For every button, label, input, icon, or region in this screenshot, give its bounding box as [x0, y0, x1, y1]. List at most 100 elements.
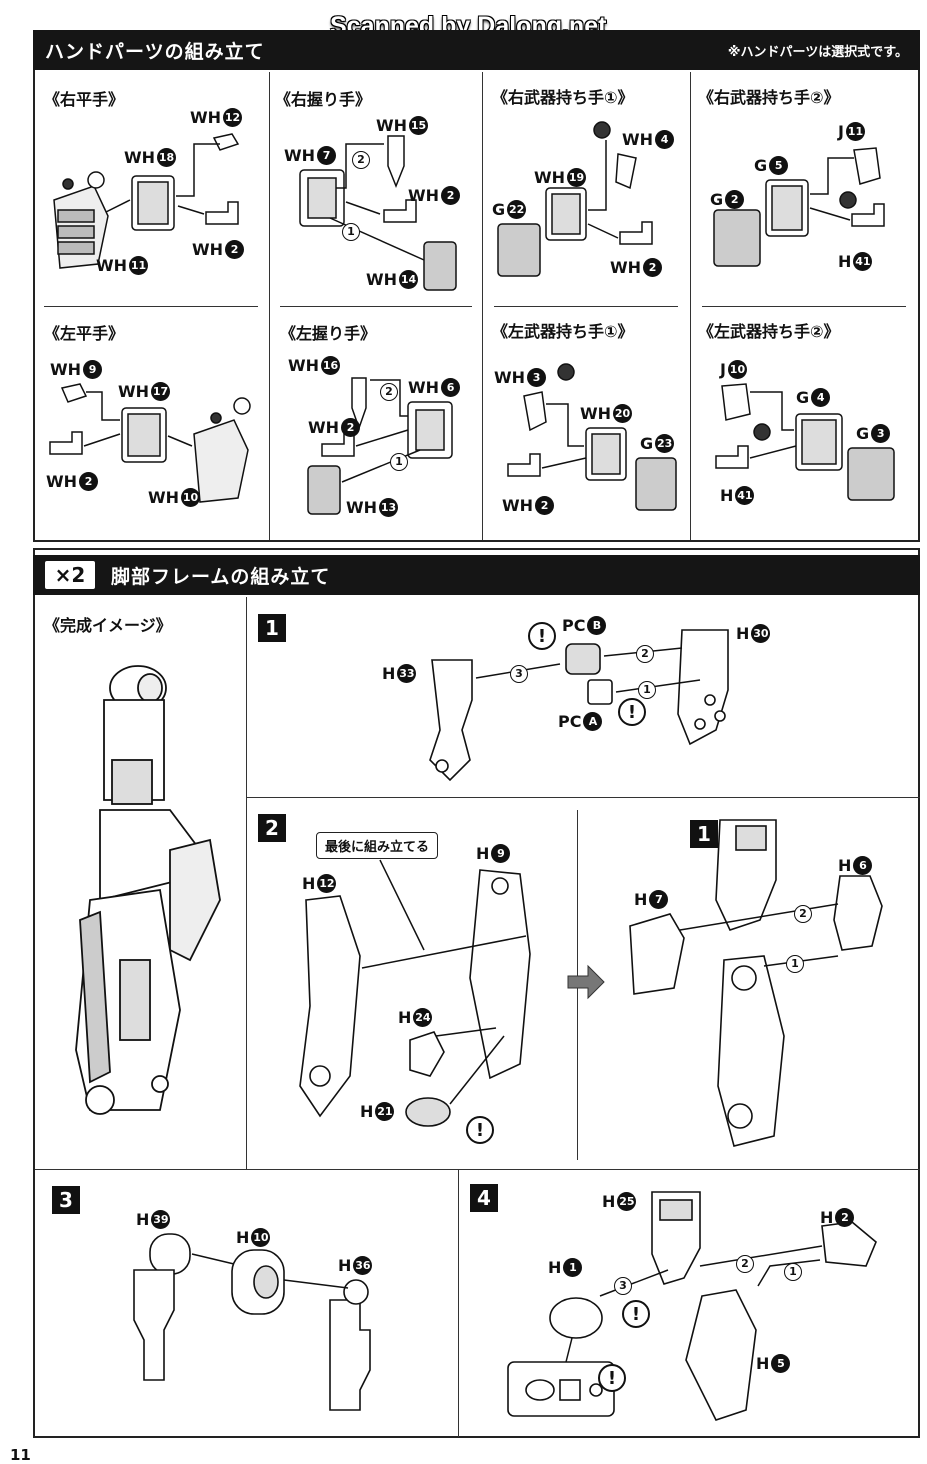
step-order: 3 [614, 1274, 632, 1295]
divider [246, 797, 920, 798]
divider [458, 1169, 459, 1437]
part-prefix: WH [408, 378, 440, 397]
caution-icon: ! [618, 698, 646, 726]
part-number: 2 [79, 472, 99, 491]
left-grip-hand-diagram [307, 377, 453, 515]
leg-frame-title: 脚部フレームの組み立て [111, 566, 331, 588]
assemble-last-callout: 最後に組み立てる [316, 832, 439, 859]
part-prefix: WH [308, 418, 340, 437]
part-prefix: WH [190, 108, 222, 127]
part-number: 12 [317, 874, 337, 893]
step-order: 1 [784, 1260, 802, 1281]
part-number: 2 [535, 496, 555, 515]
part-prefix: WH [148, 488, 180, 507]
step-number: 1 [390, 452, 408, 471]
cell-title-right-flat-hand: 《右平手》 [44, 90, 125, 109]
part-prefix: H [820, 1208, 834, 1227]
part-number: 11 [845, 122, 865, 141]
part-prefix: G [796, 388, 810, 407]
part-number: 41 [735, 486, 755, 505]
part-prefix: G [640, 434, 654, 453]
part-prefix: WH [366, 270, 398, 289]
part-prefix: WH [622, 130, 654, 149]
divider [482, 72, 483, 540]
part-prefix: J [720, 360, 726, 379]
divider [269, 72, 270, 540]
leg-frame-header: ×2 脚部フレームの組み立て [33, 555, 920, 595]
part-prefix: WH [408, 186, 440, 205]
cell-title-left-flat-hand: 《左平手》 [44, 324, 125, 343]
step-order: 2 [794, 902, 812, 923]
part-prefix: G [754, 156, 768, 175]
part-number: 9 [83, 360, 103, 379]
part-number: 5 [771, 1354, 791, 1373]
divider [44, 306, 258, 307]
step-order: 2 [636, 642, 654, 663]
step4-diagram [507, 1191, 877, 1421]
part-prefix: PC [562, 616, 586, 635]
part-prefix: G [856, 424, 870, 443]
part-prefix: H [476, 844, 490, 863]
part-number: 3 [871, 424, 891, 443]
part-prefix: H [302, 874, 316, 893]
step-number: 2 [736, 1254, 754, 1273]
part-prefix: WH [534, 168, 566, 187]
part-prefix: H [756, 1354, 770, 1373]
right-grip-hand-diagram [299, 135, 457, 291]
hand-parts-section [33, 30, 920, 542]
divider [246, 597, 247, 1169]
hand-parts-title: ハンドパーツの組み立て [45, 41, 265, 63]
part-number: 39 [151, 1210, 171, 1229]
part-number: 30 [751, 624, 771, 643]
part-number: 7 [649, 890, 669, 909]
step-number: 1 [342, 222, 360, 241]
cell-title-right-grip-hand: 《右握り手》 [275, 90, 372, 109]
part-prefix: H [236, 1228, 250, 1247]
step-number-box: 3 [52, 1186, 80, 1214]
part-prefix: H [548, 1258, 562, 1277]
part-prefix: WH [610, 258, 642, 277]
part-prefix: H [360, 1102, 374, 1121]
part-number: 11 [129, 256, 149, 275]
part-number: 3 [527, 368, 547, 387]
step-number-box: 1 [690, 820, 718, 848]
left-weapon-hand-2-diagram [715, 383, 895, 501]
part-number: 2 [225, 240, 245, 259]
step2-diagram [299, 859, 531, 1127]
caution-icon: ! [466, 1116, 494, 1144]
part-number: 14 [399, 270, 419, 289]
cell-title-left-weapon-hand-2: 《左武器持ち手②》 [698, 322, 840, 341]
part-number: 2 [725, 190, 745, 209]
part-number: 2 [441, 186, 461, 205]
page-number: 11 [10, 1446, 31, 1464]
part-number: 19 [567, 168, 587, 187]
part-number: 36 [353, 1256, 373, 1275]
part-prefix: G [492, 200, 506, 219]
cell-title-right-weapon-hand-2: 《右武器持ち手②》 [698, 88, 840, 107]
part-prefix: WH [346, 498, 378, 517]
step-number-box: 2 [258, 814, 286, 842]
completed-leg-frame-illustration [75, 665, 221, 1115]
hand-parts-note: ※ハンドパーツは選択式です。 [727, 45, 908, 60]
part-number: 15 [409, 116, 429, 135]
